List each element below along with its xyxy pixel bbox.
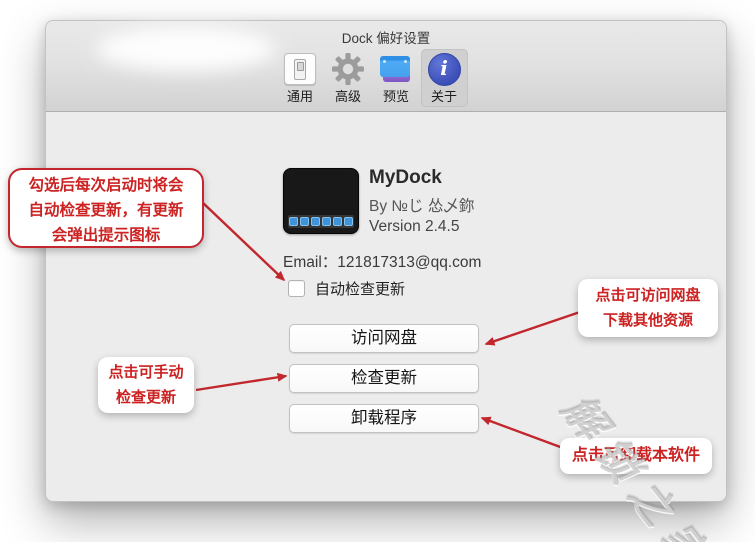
windows-icon bbox=[373, 49, 420, 89]
auto-update-checkbox[interactable] bbox=[288, 280, 305, 297]
window-title: Dock 偏好设置 bbox=[341, 31, 431, 46]
uninstall-button[interactable]: 卸载程序 bbox=[289, 404, 479, 433]
annotation-update-note: 点击可手动 检查更新 bbox=[98, 357, 194, 413]
app-icon bbox=[283, 168, 359, 234]
annotation-uninstall-note: 点击可卸载本软件 bbox=[560, 438, 712, 474]
app-email: Email：121817313@qq.com bbox=[283, 254, 482, 271]
dock-preferences-window: Dock 偏好设置 通用 bbox=[45, 20, 727, 502]
tab-general[interactable]: 通用 bbox=[277, 49, 324, 107]
app-name: MyDock bbox=[369, 167, 442, 188]
tab-about[interactable]: i 关于 bbox=[420, 49, 468, 107]
titlebar[interactable]: Dock 偏好设置 通用 bbox=[46, 21, 726, 112]
tab-preview-label: 预览 bbox=[382, 89, 409, 104]
tab-general-label: 通用 bbox=[286, 89, 313, 104]
toolbar: 通用 bbox=[46, 49, 698, 109]
app-author: By №じ 怂乄鉨 bbox=[369, 198, 475, 215]
visit-netdisk-button[interactable]: 访问网盘 bbox=[289, 324, 479, 353]
tab-advanced-label: 高级 bbox=[334, 89, 361, 104]
annotation-netdisk-note: 点击可访问网盘 下载其他资源 bbox=[578, 279, 718, 337]
tab-about-label: 关于 bbox=[430, 89, 457, 104]
info-icon: i bbox=[421, 49, 468, 89]
switch-icon bbox=[277, 49, 324, 89]
annotation-checkbox-note: 勾选后每次启动时将会 自动检查更新，有更新 会弹出提示图标 bbox=[8, 168, 204, 248]
dock-strip bbox=[288, 215, 354, 228]
check-update-button[interactable]: 检查更新 bbox=[289, 364, 479, 393]
tab-preview[interactable]: 预览 bbox=[373, 49, 420, 107]
auto-update-checkbox-label: 自动检查更新 bbox=[315, 281, 406, 298]
gear-icon bbox=[325, 49, 372, 89]
app-version: Version 2.4.5 bbox=[369, 218, 460, 235]
tab-advanced[interactable]: 高级 bbox=[325, 49, 372, 107]
whiteout-smudge bbox=[96, 27, 276, 71]
